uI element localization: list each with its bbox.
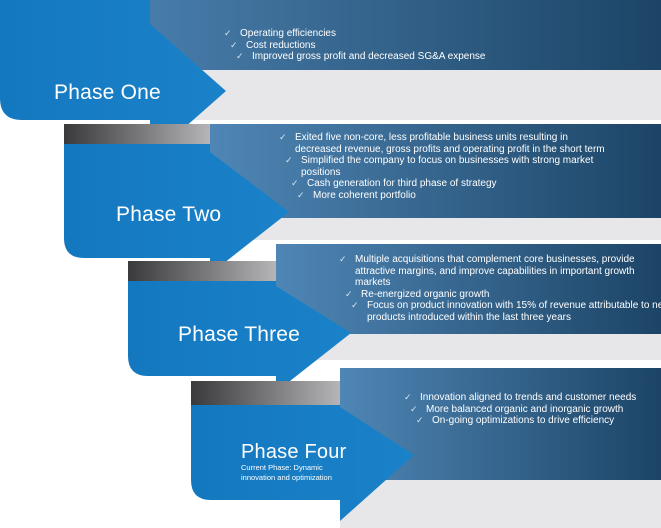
phase-one-group — [0, 0, 661, 158]
phase-two-band — [210, 124, 661, 218]
phase-two-arrow — [64, 144, 289, 274]
check-icon: ✓ — [285, 155, 293, 165]
phase-one-arrow — [0, 0, 226, 158]
list-item: ✓Multiple acquisitions that complement c… — [339, 254, 635, 288]
phase-four-group — [191, 368, 661, 528]
check-icon: ✓ — [279, 132, 287, 142]
check-icon: ✓ — [416, 415, 424, 425]
phase-three-tab — [128, 261, 276, 281]
check-icon: ✓ — [297, 189, 305, 200]
phase-one-bullets: ✓Operating efficiencies ✓Cost reductions… — [224, 28, 644, 63]
phase-two-title: Phase Two — [116, 203, 222, 226]
check-icon: ✓ — [230, 39, 238, 50]
list-item: ✓Cost reductions — [230, 39, 316, 51]
check-icon: ✓ — [351, 300, 359, 310]
check-icon: ✓ — [224, 28, 232, 38]
list-item: ✓On-going optimizations to drive efficie… — [416, 415, 615, 426]
check-icon: ✓ — [345, 288, 353, 299]
phase-one-title: Phase One — [54, 81, 161, 104]
list-item: ✓Improved gross profit and decreased SG&… — [236, 51, 486, 62]
phase-four-gray-band — [340, 480, 661, 528]
list-item: ✓Focus on product innovation with 15% of… — [351, 300, 661, 323]
list-item: ✓Operating efficiencies — [224, 28, 336, 39]
check-icon: ✓ — [291, 178, 299, 188]
list-item: ✓Exited five non-core, less profitable b… — [279, 132, 605, 155]
check-icon: ✓ — [404, 392, 412, 402]
phase-four-bullets: ✓Innovation aligned to trends and custom… — [404, 392, 661, 427]
list-item: ✓Simplified the company to focus on busi… — [285, 155, 594, 178]
phase-three-title: Phase Three — [178, 323, 301, 346]
check-icon: ✓ — [236, 51, 244, 61]
list-item: ✓Innovation aligned to trends and custom… — [404, 392, 637, 403]
phase-two-bullets: ✓Exited five non-core, less profitable b… — [279, 132, 609, 201]
phase-four-subtitle: Current Phase: Dynamic innovation and op… — [241, 463, 332, 482]
list-item: ✓More balanced organic and inorganic gro… — [410, 403, 624, 415]
phase-three-arrow — [128, 281, 351, 392]
phase-two-tab — [64, 124, 210, 144]
phase-four-arrow — [191, 405, 414, 521]
check-icon: ✓ — [339, 254, 347, 264]
check-icon: ✓ — [410, 403, 418, 414]
phase-three-group — [128, 244, 661, 392]
phase-three-bullets: ✓Multiple acquisitions that complement c… — [339, 254, 661, 323]
phase-four-title: Phase Four — [241, 441, 347, 463]
phase-four-tab — [191, 381, 340, 405]
phase-three-band — [276, 244, 661, 334]
phase-two-gray-band — [210, 218, 661, 240]
list-item: ✓Re-energized organic growth — [345, 288, 490, 300]
list-item: ✓More coherent portfolio — [297, 189, 416, 201]
list-item: ✓Cash generation for third phase of stra… — [291, 178, 497, 189]
phase-two-group — [64, 124, 661, 274]
